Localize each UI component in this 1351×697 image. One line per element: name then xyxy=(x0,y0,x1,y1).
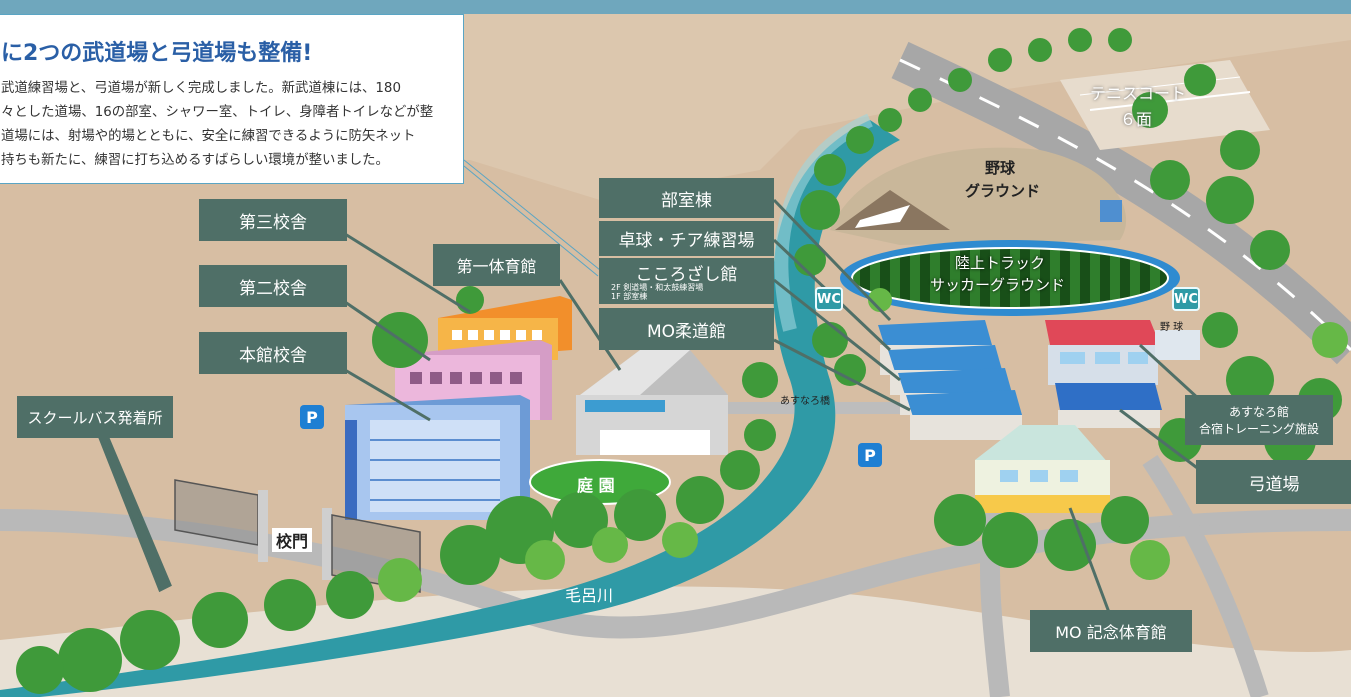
baseball-label-2: グラウンド xyxy=(965,182,1041,200)
highway-dashes xyxy=(899,58,1351,352)
soccer-field xyxy=(852,248,1168,308)
label-daisan-kousha[interactable]: 第三校舎 xyxy=(199,199,347,241)
river-label: 毛呂川 xyxy=(565,586,614,605)
label-kokorozashi[interactable]: こころざし館 2F 剣道場・和太鼓練習場 1F 部室棟 xyxy=(599,258,774,304)
track-label-1: 陸上トラック xyxy=(955,254,1046,272)
label-kyudojo[interactable]: 弓道場 xyxy=(1196,460,1351,504)
info-line: 々とした道場、16の部室、シャワー室、トイレ、身障者トイレなどが整 xyxy=(1,105,434,120)
trees xyxy=(16,28,1342,694)
tennis-label-2: ６面 xyxy=(1120,110,1153,129)
kokorozashi-title: こころざし館 xyxy=(635,265,738,285)
info-box: に2つの武道場と弓道場も整備! 武道練習場と、弓道場が新しく完成しました。新武道… xyxy=(0,14,464,184)
asunaro-kan-line2: 合宿トレーニング施設 xyxy=(1198,422,1319,436)
top-strip xyxy=(0,0,1351,14)
building-daiichi-gym xyxy=(576,350,728,455)
label-asunaro-kan[interactable]: あすなろ館 合宿トレーニング施設 xyxy=(1185,395,1333,445)
label-mo-judo[interactable]: MO柔道館 xyxy=(599,308,774,350)
trees-light xyxy=(378,288,1348,602)
leader-lines xyxy=(97,198,1202,616)
road-right-vertical-2 xyxy=(1142,455,1269,697)
info-line: 持ちも新たに、練習に打ち込めるすばらしい環境が整いました。 xyxy=(1,153,389,168)
info-line: 道場には、射場や的場とともに、安全に練習できるように防矢ネット xyxy=(1,129,416,144)
koumon-label: 校門 xyxy=(272,528,313,552)
tennis-label-1: テニスコート xyxy=(1090,84,1187,103)
building-small-blue xyxy=(1100,200,1122,222)
label-school-bus[interactable]: スクールバス発着所 xyxy=(17,396,173,438)
parking-icon: P xyxy=(858,443,882,467)
kokorozashi-2f: 2F 剣道場・和太鼓練習場 xyxy=(611,283,704,292)
info-leader xyxy=(463,159,601,277)
label-mo-kinen[interactable]: MO 記念体育館 xyxy=(1030,610,1192,652)
river-highlight xyxy=(774,113,873,332)
info-title: に2つの武道場と弓道場も整備! xyxy=(1,41,313,66)
building-yakyu-small xyxy=(1155,330,1200,360)
wc-icon: WC xyxy=(815,287,843,311)
building-honkan-kousha xyxy=(345,395,530,520)
baseball-base xyxy=(855,205,910,228)
track-label-2: サッカーグラウンド xyxy=(930,276,1066,294)
wc-icon: WC xyxy=(1172,287,1200,311)
parking-icon: P xyxy=(300,405,324,429)
asunaro-bridge-label: あすなろ橋 xyxy=(780,396,830,407)
buildings-club-row xyxy=(878,320,1022,440)
label-bushitsu[interactable]: 部室棟 xyxy=(599,178,774,218)
label-takkyu[interactable]: 卓球・チア練習場 xyxy=(599,221,774,256)
yakyu-small-label: 野 球 xyxy=(1160,322,1184,333)
garden-label: 庭 園 xyxy=(577,476,615,495)
kokorozashi-1f: 1F 部室棟 xyxy=(611,292,648,301)
info-text: 武道練習場と、弓道場が新しく完成しました。新武道棟には、180 々とした道場、1… xyxy=(1,77,461,173)
building-asunaro-kan xyxy=(1045,320,1162,428)
building-mo-kinen-gym xyxy=(975,425,1110,513)
track-line xyxy=(851,247,1169,309)
label-daiichi-gym[interactable]: 第一体育館 xyxy=(433,244,560,286)
baseball-label-1: 野球 xyxy=(985,159,1016,177)
label-honkan-kousha[interactable]: 本館校舎 xyxy=(199,332,347,374)
info-line: 武道練習場と、弓道場が新しく完成しました。新武道棟には、180 xyxy=(1,81,401,96)
asunaro-kan-line1: あすなろ館 xyxy=(1228,405,1289,419)
label-daini-kousha[interactable]: 第二校舎 xyxy=(199,265,347,307)
